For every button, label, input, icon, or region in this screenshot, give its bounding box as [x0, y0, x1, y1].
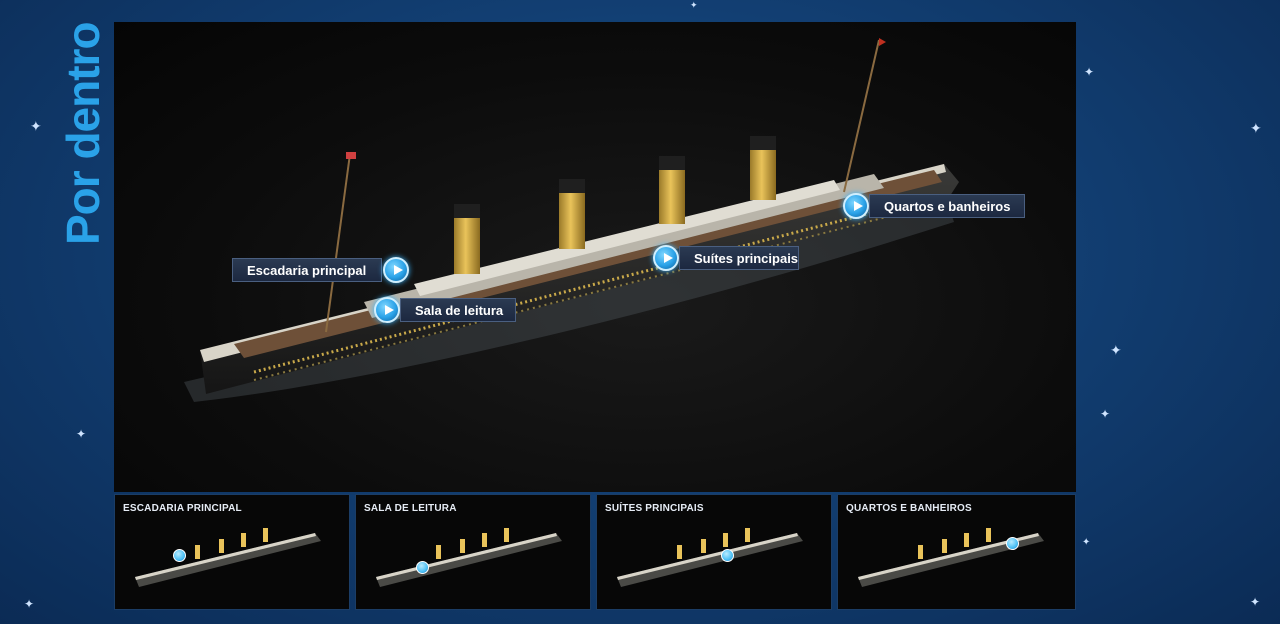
ship-thumb-icon	[376, 528, 562, 587]
ship-thumb-icon	[858, 528, 1044, 587]
location-dot-icon	[416, 561, 429, 574]
hotspot-label: Sala de leitura	[400, 298, 516, 322]
star-icon: ✦	[1082, 537, 1091, 548]
thumb-sala-de-leitura[interactable]: SALA DE LEITURA	[355, 494, 591, 610]
hotspot-sala-de-leitura[interactable]: Sala de leitura	[374, 297, 516, 323]
location-dot-icon	[721, 549, 734, 562]
star-icon: ✦	[1084, 65, 1095, 79]
hotspot-quartos-e-banheiros[interactable]: Quartos e banheiros	[843, 193, 1025, 219]
thumb-title: QUARTOS E BANHEIROS	[846, 503, 972, 514]
hotspot-label: Escadaria principal	[232, 258, 382, 282]
ship-thumb-icon	[135, 528, 321, 587]
star-icon: ✦	[24, 597, 35, 611]
hotspot-suites-principais[interactable]: Suítes principais	[653, 245, 799, 271]
thumb-title: ESCADARIA PRINCIPAL	[123, 503, 242, 514]
hotspot-escadaria-principal[interactable]: Escadaria principal	[232, 257, 410, 283]
hotspot-label: Quartos e banheiros	[869, 194, 1025, 218]
play-icon[interactable]	[843, 193, 869, 219]
star-icon: ✦	[30, 119, 42, 135]
thumb-escadaria-principal[interactable]: ESCADARIA PRINCIPAL	[114, 494, 350, 610]
thumbnail-strip: ESCADARIA PRINCIPAL SALA DE LEITURA SUÍT…	[114, 494, 1076, 610]
ship-illustration	[184, 38, 959, 402]
thumb-suites-principais[interactable]: SUÍTES PRINCIPAIS	[596, 494, 832, 610]
ship-thumb-icon	[617, 528, 803, 587]
play-icon[interactable]	[383, 257, 409, 283]
hotspot-label: Suítes principais	[679, 246, 799, 270]
location-dot-icon	[1006, 537, 1019, 550]
play-icon[interactable]	[653, 245, 679, 271]
ship-viewer: Escadaria principal Sala de leitura Suít…	[114, 22, 1076, 492]
thumb-title: SALA DE LEITURA	[364, 503, 457, 514]
thumb-quartos-e-banheiros[interactable]: QUARTOS E BANHEIROS	[837, 494, 1076, 610]
star-icon: ✦	[1250, 121, 1262, 137]
star-icon: ✦	[690, 1, 698, 11]
section-title: Por dentro	[57, 22, 109, 245]
star-icon: ✦	[1110, 343, 1122, 359]
star-icon: ✦	[76, 427, 87, 441]
star-icon: ✦	[1100, 407, 1111, 421]
play-icon[interactable]	[374, 297, 400, 323]
location-dot-icon	[173, 549, 186, 562]
thumb-title: SUÍTES PRINCIPAIS	[605, 503, 704, 514]
star-icon: ✦	[1250, 595, 1261, 609]
